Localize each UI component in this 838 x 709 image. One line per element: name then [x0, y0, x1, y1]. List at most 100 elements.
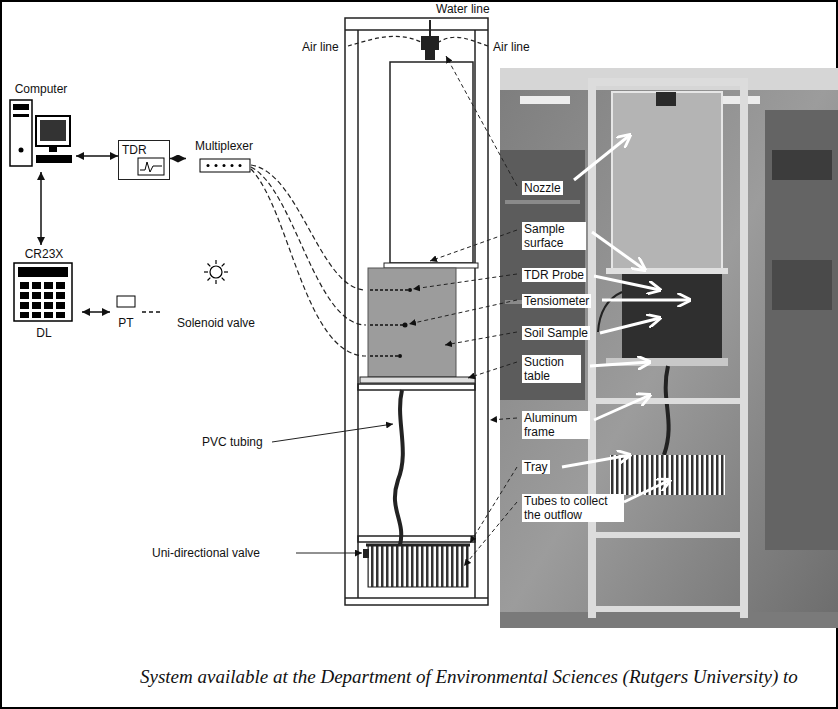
connector-arrow	[142, 311, 160, 313]
lab-photo	[765, 110, 838, 550]
photo-arrows	[624, 480, 670, 502]
datalogger-icon	[14, 263, 72, 321]
column-apparatus	[370, 355, 400, 357]
computer-icon	[19, 148, 24, 153]
column-apparatus	[421, 36, 439, 50]
solenoid-valve-icon	[210, 266, 222, 278]
computer-icon	[10, 100, 72, 166]
photo-arrows	[594, 395, 650, 420]
lab-photo	[664, 366, 669, 455]
node-label: Solenoid valve	[177, 316, 255, 330]
lab-photo	[598, 292, 622, 332]
figure-caption: System available at the Department of En…	[140, 666, 798, 688]
node-label: TDR	[122, 143, 147, 157]
multiplexer-icon	[200, 159, 250, 172]
callout-label: Tubes to collect the outflow	[522, 494, 624, 522]
column-apparatus	[366, 544, 470, 547]
sensor-wires	[251, 169, 366, 356]
photo-arrows	[562, 135, 690, 502]
multiplexer-icon	[239, 164, 242, 167]
photo-arrows	[600, 318, 660, 333]
photo-arrows	[590, 362, 650, 366]
multiplexer-icon	[207, 164, 242, 167]
computer-icon	[36, 155, 72, 163]
solenoid-valve-icon	[215, 280, 216, 284]
node-label: PT	[118, 316, 133, 330]
column-apparatus	[384, 263, 478, 268]
leader-lines	[468, 362, 517, 378]
lab-photo	[772, 150, 832, 180]
part-label: PVC tubing	[200, 435, 265, 449]
computer-node: Computer	[6, 80, 76, 172]
aluminum-frame	[345, 597, 488, 599]
solenoid-valve-icon	[215, 260, 216, 264]
pressure-transducer-icon	[117, 296, 135, 307]
tdr-icon	[138, 158, 164, 175]
computer-icon	[36, 116, 70, 146]
column-apparatus	[429, 20, 431, 36]
callout-label: Sample surface	[522, 222, 586, 250]
datalogger-icon	[14, 263, 72, 321]
tdr-icon	[138, 158, 164, 175]
column-apparatus	[368, 545, 468, 587]
datalogger-icon	[44, 302, 53, 309]
multiplexer-icon	[223, 164, 226, 167]
datalogger-icon	[44, 282, 53, 289]
datalogger-icon	[32, 282, 41, 289]
datalogger-icon	[56, 292, 65, 299]
datalogger-icon	[56, 302, 65, 309]
callout-label: Soil Sample	[522, 326, 590, 340]
lab-photo	[588, 78, 748, 618]
leader-lines	[272, 424, 393, 442]
aluminum-frame	[345, 29, 488, 31]
tdr-box: TDR	[118, 140, 170, 180]
datalogger-icon	[44, 312, 53, 318]
leader-lines	[409, 300, 517, 324]
pressure-transducer-node: PT	[110, 292, 142, 332]
callout-label: Tensiometer	[522, 294, 591, 308]
lab-photo	[772, 260, 832, 310]
column-apparatus	[368, 268, 456, 377]
node-label: DL	[36, 326, 51, 340]
leader-lines	[490, 418, 517, 420]
callout-label: Tray	[522, 460, 550, 474]
multiplexer-icon	[231, 164, 234, 167]
sensor-wires	[251, 165, 366, 356]
datalogger-icon	[20, 282, 29, 289]
lab-photo	[588, 532, 748, 538]
datalogger-icon	[18, 267, 68, 277]
photo-arrows	[594, 276, 660, 290]
multiplexer-icon	[200, 159, 250, 172]
datalogger-node: CR23XDL	[6, 245, 82, 342]
datalogger-icon	[44, 292, 53, 299]
connector-arrow	[40, 172, 42, 245]
node-label: Computer	[15, 82, 68, 96]
lab-photo	[505, 200, 580, 204]
lab-photo	[612, 92, 722, 270]
solenoid-valve-icon	[222, 264, 225, 267]
datalogger-icon	[32, 302, 41, 309]
datalogger-icon	[20, 282, 65, 318]
part-label: Uni-directional valve	[150, 546, 262, 560]
datalogger-icon	[56, 282, 65, 289]
computer-icon	[13, 104, 29, 110]
photo-arrows	[592, 232, 645, 270]
connector-arrow	[82, 311, 110, 313]
lab-photo	[500, 612, 838, 628]
solenoid-valve-node: Solenoid valve	[160, 254, 272, 332]
lab-photo	[588, 606, 748, 612]
connector-arrow	[170, 158, 186, 160]
column-apparatus	[439, 37, 488, 46]
callout-label: Nozzle	[522, 181, 563, 195]
multiplexer-icon	[215, 164, 218, 167]
lab-photo	[520, 96, 570, 104]
leader-lines	[296, 553, 362, 554]
column-apparatus	[370, 289, 410, 291]
leader-lines	[272, 56, 517, 566]
solenoid-valve-icon	[204, 260, 228, 284]
leader-lines	[413, 274, 517, 289]
column-apparatus	[370, 290, 410, 356]
